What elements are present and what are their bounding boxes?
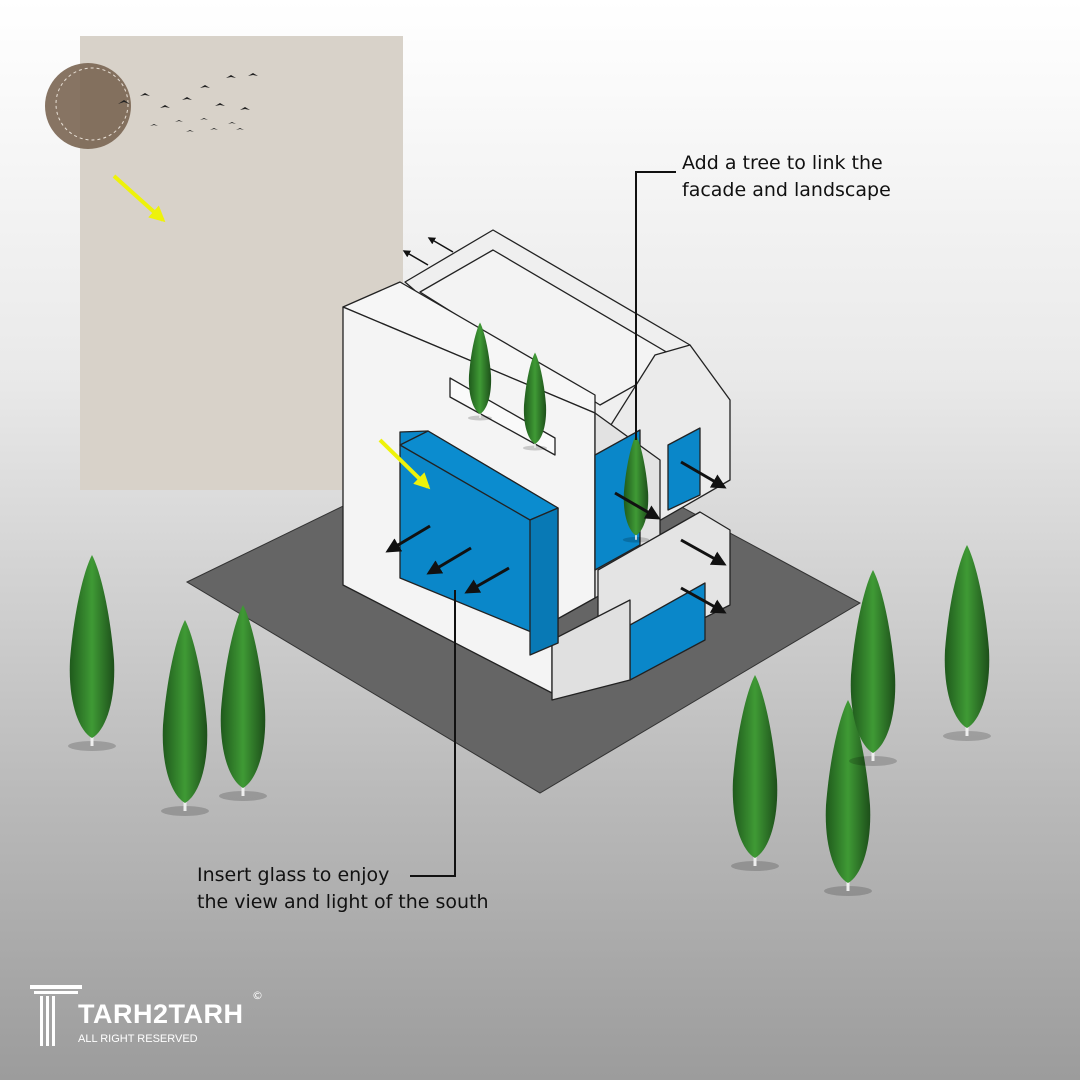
tree-landscape [66, 553, 118, 753]
tree-landscape [729, 673, 781, 873]
tree-note-leader [635, 171, 676, 440]
tree-landscape [217, 603, 269, 803]
tree-landscape [159, 618, 211, 818]
tree-annotation-line: facade and landscape [682, 179, 891, 201]
glass-annotation-line: Insert glass to enjoy [197, 864, 390, 886]
tree-annotation: Add a tree to link the facade and landsc… [682, 150, 891, 204]
view-arrows [385, 237, 727, 614]
sun-direction-arrow [112, 174, 166, 223]
glass-annotation-line: the view and light of the south [197, 891, 489, 913]
copyright-mark: © [252, 989, 263, 1002]
tree-landscape [941, 543, 993, 743]
sun-direction-arrow [378, 438, 431, 490]
sun-icon [45, 63, 131, 149]
glass-note-leader [410, 590, 456, 877]
glass-annotation: Insert glass to enjoy the view and light… [197, 862, 489, 916]
logo-name: TARH2TARH [78, 999, 244, 1029]
tree-annotation-line: Add a tree to link the [682, 152, 883, 174]
logo-column-icon [30, 985, 82, 1046]
logo-tagline: ALL RIGHT RESERVED [78, 1033, 198, 1045]
